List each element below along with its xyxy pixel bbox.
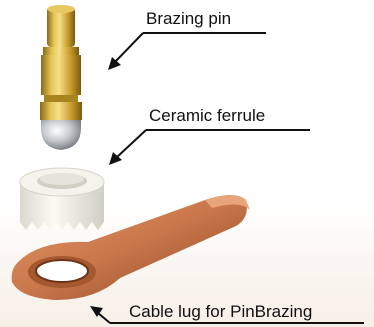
- leader-brazing-pin: [108, 33, 266, 70]
- label-brazing-pin: Brazing pin: [146, 10, 231, 27]
- label-cable-lug: Cable lug for PinBrazing: [129, 303, 312, 320]
- brazing-pin: [40, 5, 82, 150]
- label-ceramic-ferrule: Ceramic ferrule: [149, 107, 265, 124]
- leader-ceramic-ferrule: [109, 130, 310, 165]
- ceramic-ferrule: [20, 168, 104, 230]
